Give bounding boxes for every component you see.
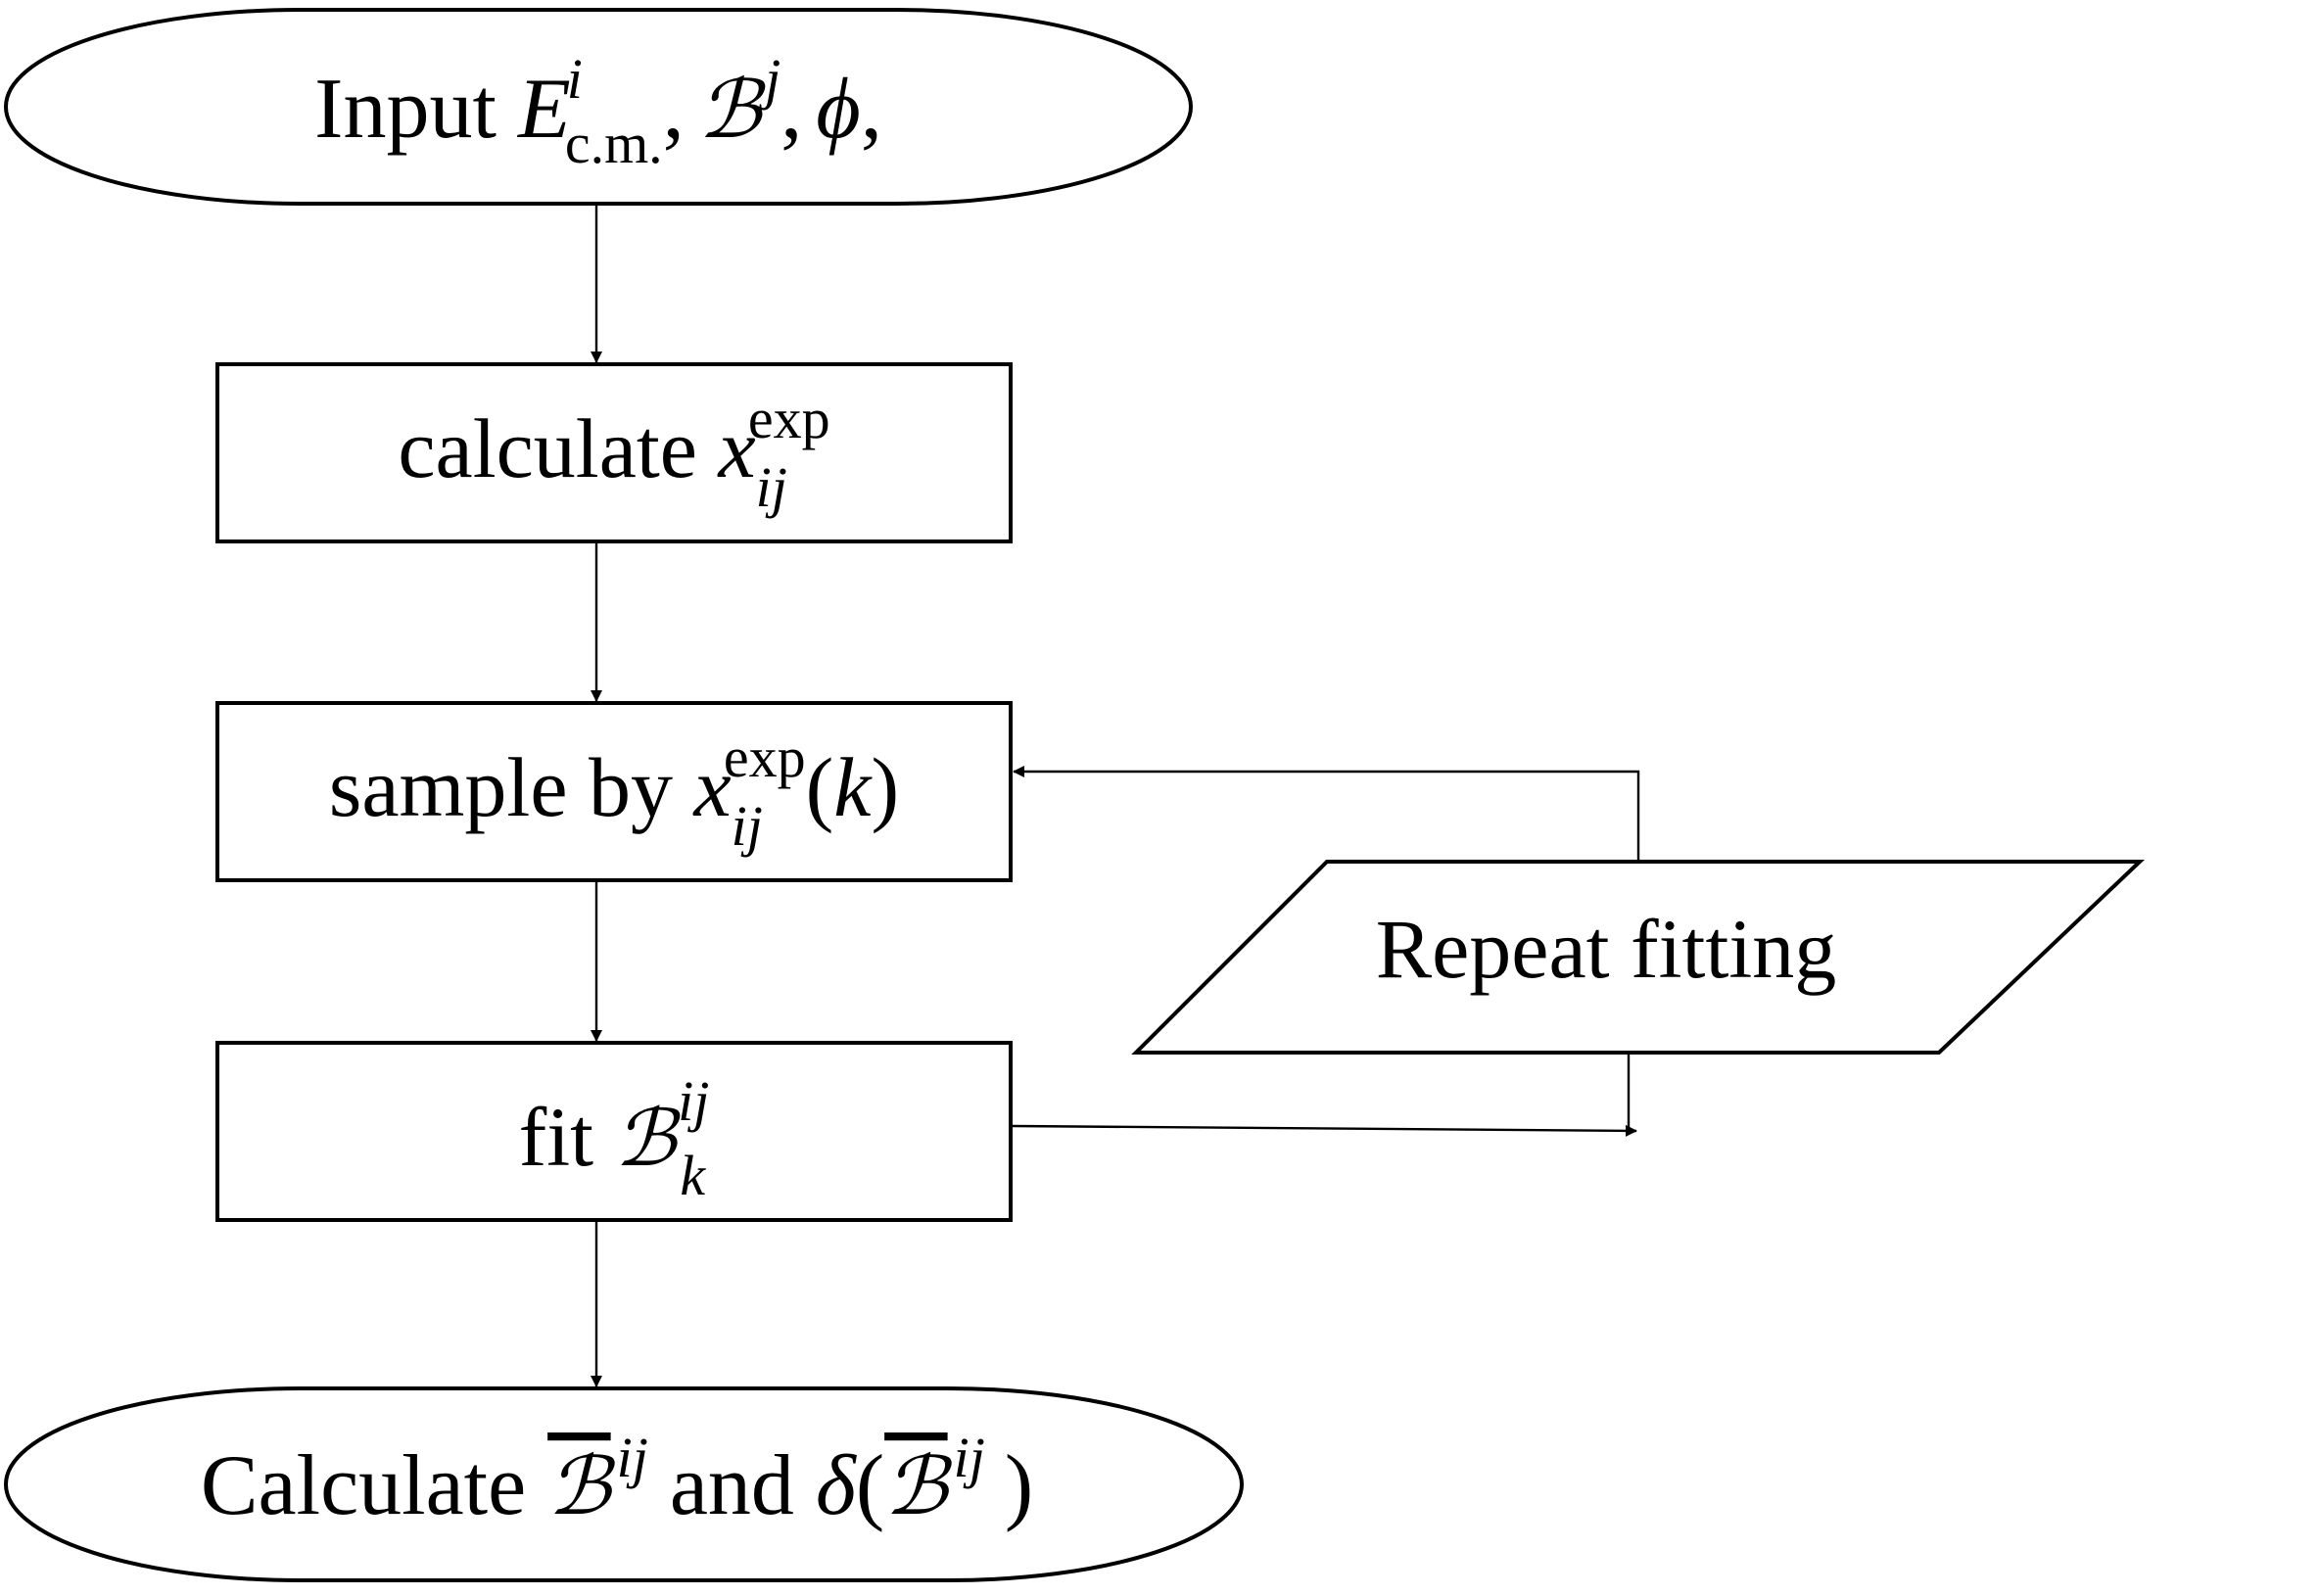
node-repeat-fitting: Repeat fitting <box>1131 860 2146 1055</box>
node-calculate-x: calculate xijexp <box>215 362 1013 543</box>
arrow-repeat-to-sample <box>1013 766 1640 860</box>
node-sample-label: sample by xijexp(k) <box>329 726 899 858</box>
node-fit: fit ℬkij <box>215 1041 1013 1222</box>
node-calculate-x-label: calculate xijexp <box>398 387 829 519</box>
node-fit-label: fit ℬkij <box>519 1069 710 1207</box>
arrow-fit-to-loop <box>1012 1124 1637 1137</box>
node-repeat-fitting-label: Repeat fitting <box>1376 902 1836 996</box>
node-sample: sample by xijexp(k) <box>215 701 1013 882</box>
